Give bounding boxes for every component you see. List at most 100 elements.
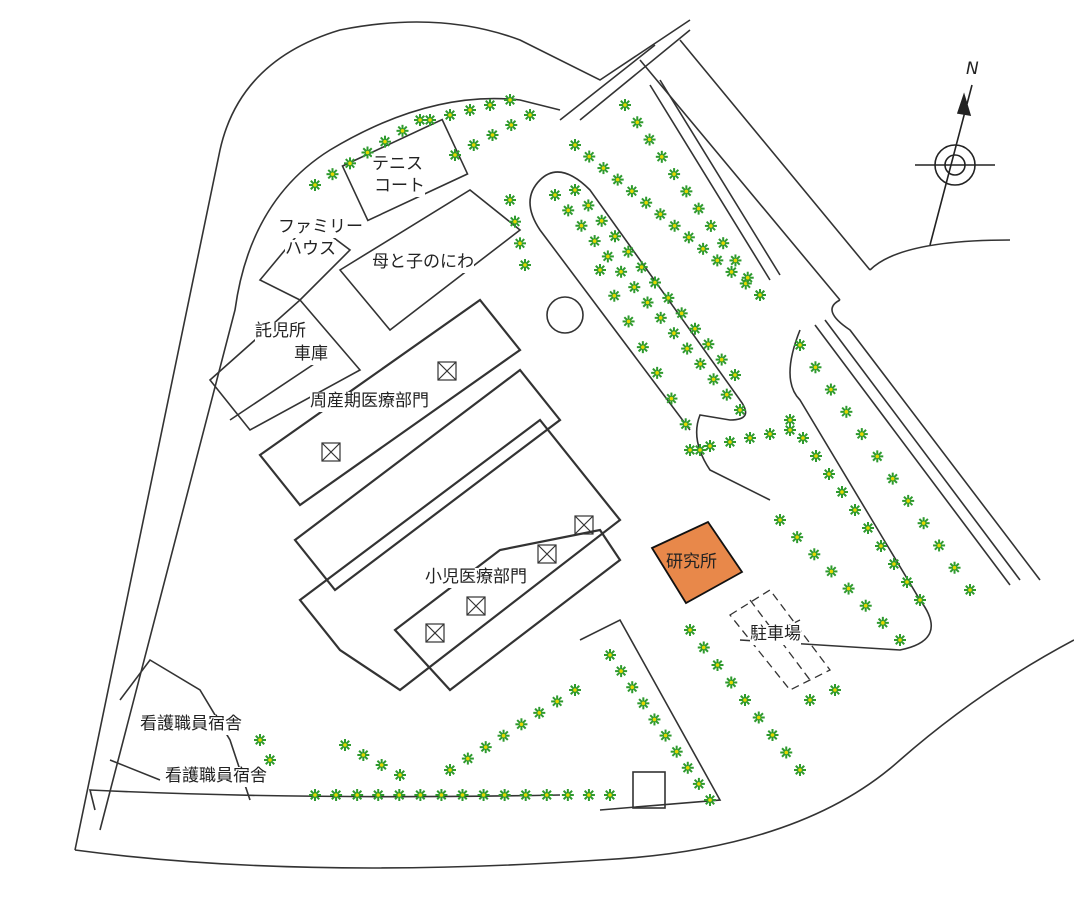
tree-icon (836, 486, 848, 498)
tree-icon (622, 245, 635, 258)
tree-icon (372, 789, 385, 801)
tree-icon (808, 548, 821, 561)
tree-icon (694, 357, 707, 370)
perinatal-dept-label: 周産期医療部門 (310, 391, 429, 412)
tree-icon (609, 230, 621, 243)
tree-icon (464, 104, 476, 116)
tree-icon (396, 124, 409, 137)
site-boundary (74, 19, 691, 851)
tree-icon (729, 254, 742, 267)
trees (254, 94, 976, 806)
tree-icon (604, 649, 616, 661)
tree-icon (569, 184, 581, 196)
tree-icon (704, 794, 716, 806)
tree-icon (582, 789, 595, 801)
compass-icon (915, 84, 995, 246)
tree-icon (648, 713, 661, 726)
tree-icon (264, 754, 276, 766)
tree-icon (357, 749, 370, 761)
tree-icon (662, 291, 675, 304)
tree-icon (330, 789, 343, 801)
tree-icon (608, 289, 621, 302)
tree-icon (361, 146, 374, 159)
tree-icon (582, 199, 595, 212)
tree-icon (888, 558, 900, 570)
tree-icon (725, 265, 738, 278)
tree-icon (595, 214, 608, 227)
tree-icon (626, 681, 639, 694)
tree-icon (914, 594, 926, 606)
garden-outline (338, 189, 522, 332)
research-institute-label: 研究所 (666, 552, 717, 572)
tree-icon (794, 339, 806, 351)
inner-road (88, 789, 561, 811)
tree-icon (615, 665, 628, 678)
tree-icon (611, 173, 624, 186)
tree-icon (823, 468, 835, 480)
parking-loop (529, 171, 771, 501)
tree-icon (810, 450, 822, 462)
tree-icon (631, 116, 644, 129)
tree-icon (651, 366, 664, 379)
tree-icon (842, 582, 855, 595)
tree-icon (309, 789, 321, 801)
tree-icon (583, 150, 596, 163)
tree-icon (876, 616, 889, 629)
family-house-label-2: ハウス (285, 239, 336, 260)
tennis-court-label-1: テニス (372, 154, 423, 175)
tree-icon (562, 204, 575, 217)
small-structure (632, 771, 666, 809)
nurse-dorm-label-2: 看護職員宿舎 (165, 766, 267, 787)
entrance-road (559, 29, 1041, 581)
tree-icon (729, 369, 741, 381)
tree-icon (309, 179, 321, 191)
tennis-court-label-2: コート (374, 176, 425, 197)
tree-icon (477, 789, 490, 801)
tree-icon (655, 150, 668, 163)
tree-icon (752, 711, 765, 724)
tree-icon (702, 338, 715, 351)
tree-icon (637, 697, 650, 710)
tree-icon (640, 196, 653, 209)
tree-icon (682, 231, 695, 244)
island-2 (814, 319, 1021, 586)
road-east (739, 329, 932, 651)
tree-icon (780, 746, 793, 759)
garage-label: 車庫 (294, 344, 328, 365)
tree-icon (509, 215, 521, 228)
tree-icon (684, 444, 696, 456)
tree-icon (424, 114, 436, 126)
tree-icon (725, 676, 738, 689)
tree-icon (681, 761, 694, 774)
tree-icon (619, 99, 631, 111)
tree-icon (917, 517, 930, 530)
tree-icon (659, 729, 672, 742)
middle-building (293, 368, 562, 592)
tree-icon (667, 327, 680, 340)
tree-icon (754, 289, 766, 301)
tree-icon (797, 432, 809, 444)
tree-icon (635, 261, 648, 274)
tree-icon (665, 392, 678, 405)
tree-icon (948, 561, 961, 574)
tree-icon (551, 695, 564, 708)
tree-icon (344, 157, 356, 170)
tree-icon (697, 641, 710, 654)
tree-icon (569, 684, 581, 696)
tree-icon (717, 237, 730, 250)
tree-icon (504, 194, 516, 206)
tree-icon (668, 219, 681, 232)
tree-icon (569, 139, 581, 151)
garden-label: 母と子のにわ (372, 252, 474, 273)
tree-icon (829, 684, 841, 696)
tree-icon (862, 522, 874, 534)
tree-icon (871, 450, 884, 463)
tree-icon (625, 185, 638, 198)
tree-icon (505, 119, 518, 131)
tree-icon (689, 322, 701, 335)
tree-icon (680, 185, 693, 198)
inner-boundary (99, 97, 561, 831)
tree-icon (575, 219, 588, 232)
tree-icon (692, 777, 705, 790)
